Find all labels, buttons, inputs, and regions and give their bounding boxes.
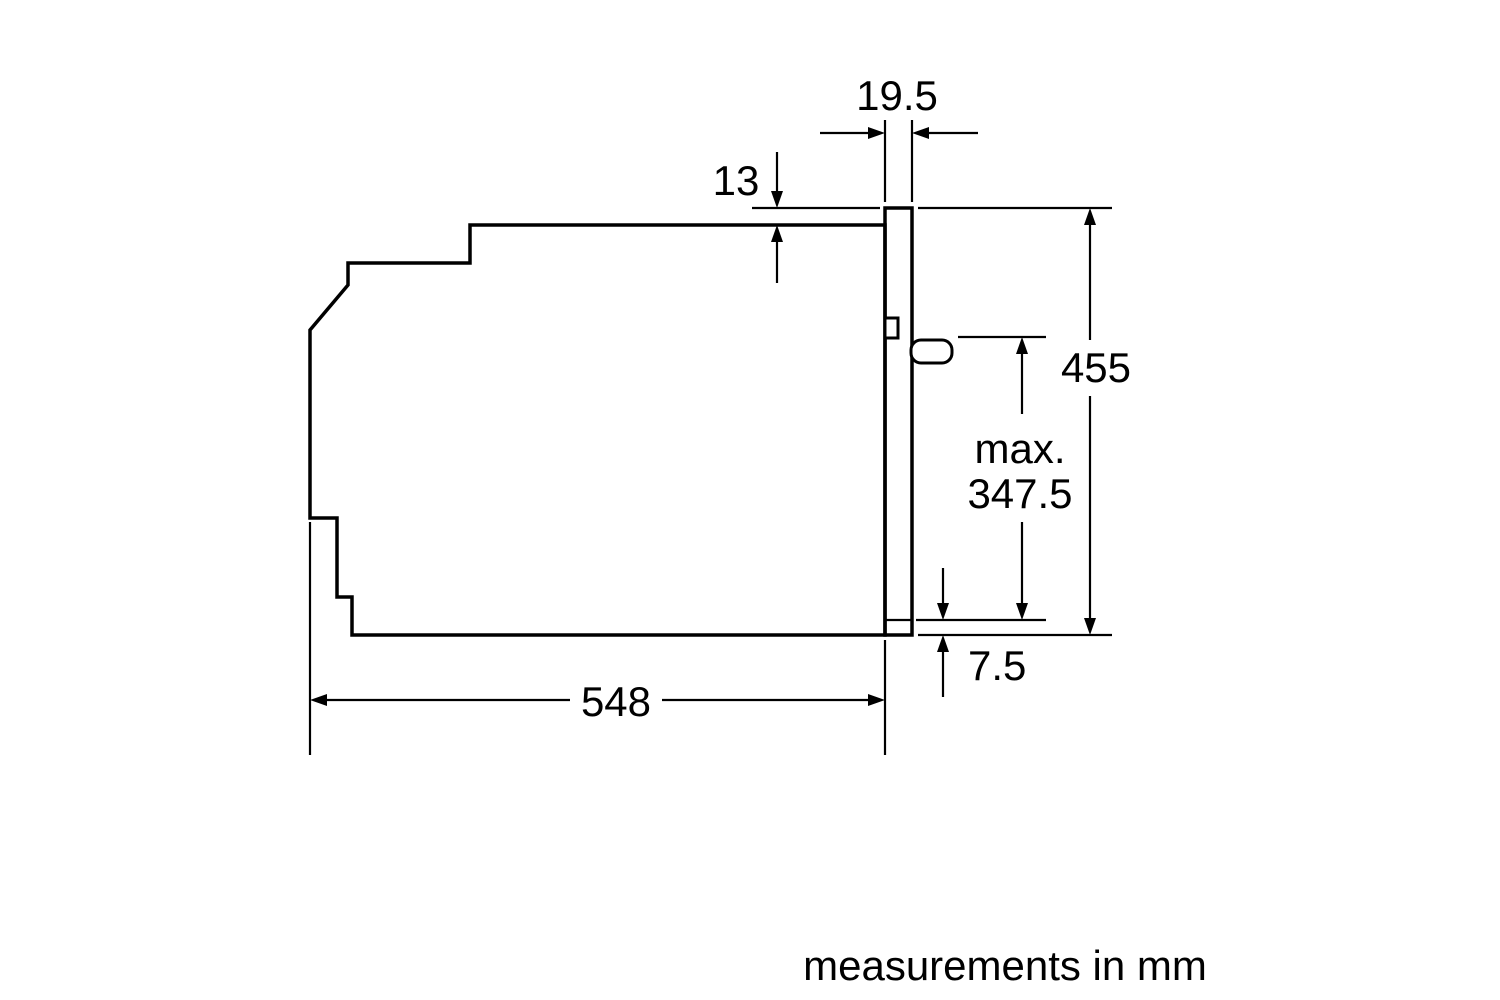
dim-label-panel-thickness: 19.5: [856, 72, 938, 119]
arrowhead-down-icon: [1016, 603, 1028, 620]
oven-side-profile: [308, 206, 954, 637]
arrowhead-up-icon: [1016, 337, 1028, 354]
oven-handle: [909, 338, 954, 365]
dim-handle-max-height: max. 347.5: [916, 335, 1073, 622]
dim-label-bottom-gap: 7.5: [968, 642, 1026, 689]
dim-label-max-value: 347.5: [967, 470, 1072, 517]
dim-bottom-gap: 7.5: [937, 568, 1026, 697]
dim-top-overhang: 13: [713, 152, 880, 283]
dim-panel-thickness: 19.5: [820, 72, 978, 202]
dim-label-total-height: 455: [1061, 344, 1131, 391]
dim-total-height: 455: [918, 206, 1131, 637]
dim-label-body-depth: 548: [581, 678, 651, 725]
dim-label-top-overhang: 13: [713, 157, 760, 204]
arrowhead-down-icon: [771, 191, 783, 208]
oven-body-outline: [308, 223, 887, 637]
door-notch: [883, 316, 900, 340]
arrowhead-left-icon: [912, 127, 929, 139]
arrowhead-up-icon: [1084, 208, 1096, 225]
dim-body-depth: 548: [308, 522, 887, 755]
arrowhead-down-icon: [1084, 618, 1096, 635]
oven-front-panel: [883, 206, 914, 637]
arrowhead-right-icon: [868, 127, 885, 139]
dim-label-max: max.: [974, 425, 1065, 472]
arrowhead-down-icon: [937, 603, 949, 620]
arrowhead-left-icon: [310, 694, 327, 706]
arrowhead-right-icon: [868, 694, 885, 706]
arrowhead-up-icon: [937, 635, 949, 652]
arrowhead-up-icon: [771, 225, 783, 242]
footer-note: measurements in mm: [803, 942, 1207, 989]
